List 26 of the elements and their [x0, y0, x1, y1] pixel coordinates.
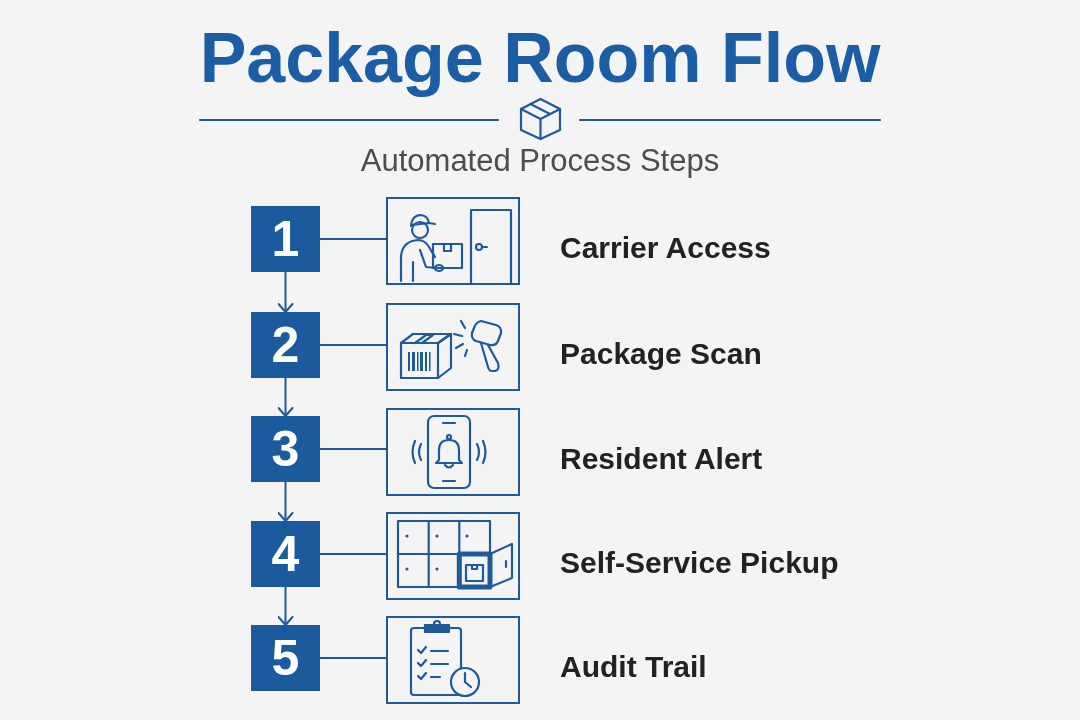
connector-line [319, 344, 387, 346]
step-number-badge: 3 [251, 416, 320, 482]
step-number-badge: 4 [251, 521, 320, 587]
arrow [277, 377, 294, 417]
illustration-frame [386, 408, 520, 496]
connector-line [319, 657, 387, 659]
step-label: Carrier Access [560, 230, 771, 266]
step-label: Resident Alert [560, 441, 763, 477]
illustration-frame [386, 512, 520, 600]
illustration-frame [386, 616, 520, 704]
arrow [277, 481, 294, 522]
step-number-badge: 2 [251, 312, 320, 378]
connector-line [319, 448, 387, 450]
connector-line [319, 553, 387, 555]
step-number-badge: 1 [251, 206, 320, 272]
illustration-frame [386, 197, 520, 285]
step-number-badge: 5 [251, 625, 320, 691]
title: Package Room Flow [199, 18, 881, 98]
arrow [277, 586, 294, 626]
illustration-frame [386, 303, 520, 391]
connector-line [319, 238, 387, 240]
arrow [277, 271, 294, 313]
step-label: Audit Trail [560, 649, 707, 685]
step-label: Self-Service Pickup [560, 545, 839, 581]
subtitle: Automated Process Steps [360, 143, 720, 179]
step-label: Package Scan [560, 336, 762, 372]
